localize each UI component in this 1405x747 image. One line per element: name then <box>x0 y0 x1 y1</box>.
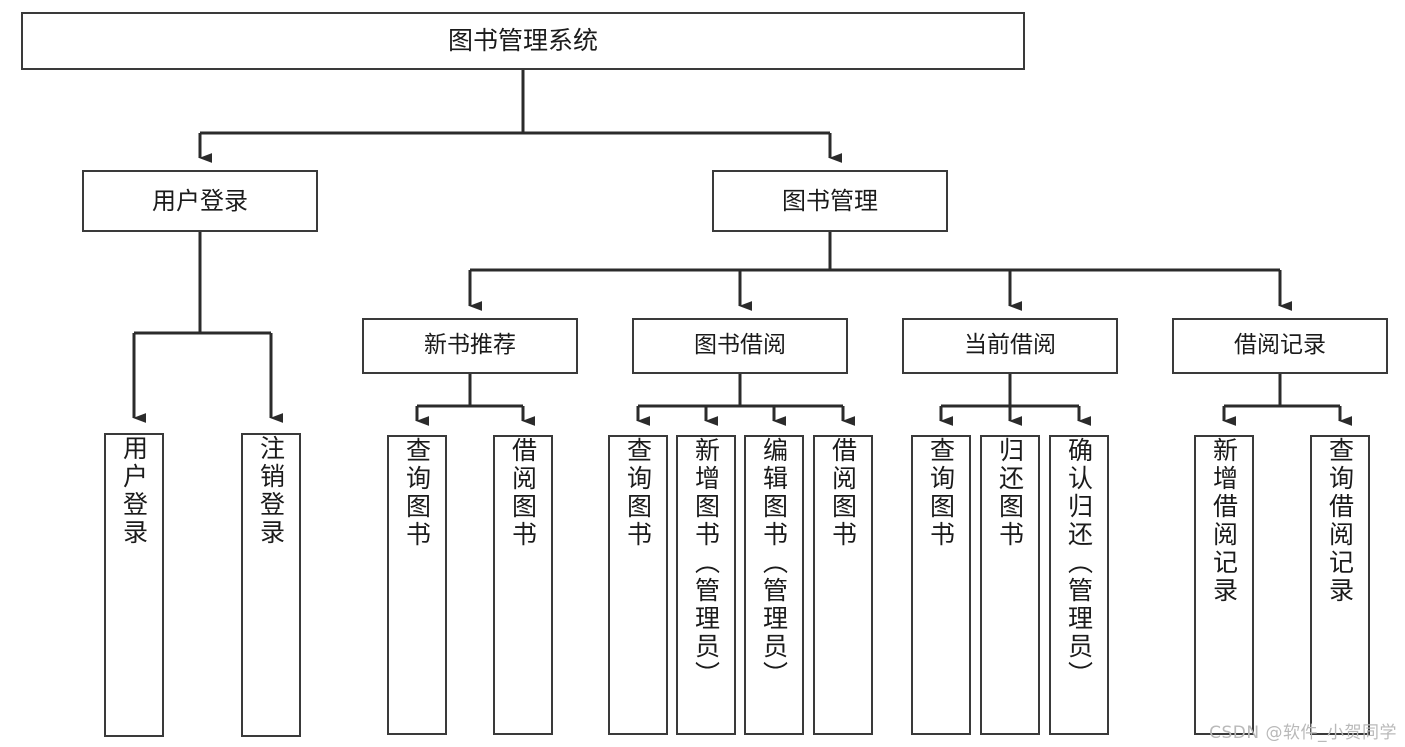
leaf-current-query-book[interactable]: 查询图书 <box>911 435 971 735</box>
node-label: 当前借阅 <box>964 332 1056 359</box>
node-label: 借阅记录 <box>1234 332 1326 359</box>
node-new-book-recommend[interactable]: 新书推荐 <box>362 318 578 374</box>
watermark: CSDN @软件_小贺同学 <box>1209 723 1397 743</box>
leaf-current-confirm-return-admin[interactable]: 确认归还（管理员） <box>1049 435 1109 735</box>
leaf-borrow-query-book[interactable]: 查询图书 <box>608 435 668 735</box>
node-book-borrow[interactable]: 图书借阅 <box>632 318 848 374</box>
leaf-user-login-logout[interactable]: 注销登录 <box>241 433 301 737</box>
node-label: 查询图书 <box>623 437 653 549</box>
node-label: 新书推荐 <box>424 332 516 359</box>
node-label: 图书借阅 <box>694 332 786 359</box>
node-label: 用户登录 <box>152 186 248 215</box>
node-label: 用户登录 <box>119 435 149 547</box>
leaf-recommend-borrow-book[interactable]: 借阅图书 <box>493 435 553 735</box>
node-root-system[interactable]: 图书管理系统 <box>21 12 1025 70</box>
node-label: 归还图书 <box>995 437 1025 549</box>
node-label: 借阅图书 <box>508 437 538 549</box>
leaf-borrow-add-book-admin[interactable]: 新增图书（管理员） <box>676 435 736 735</box>
node-book-management[interactable]: 图书管理 <box>712 170 948 232</box>
node-label: 图书管理系统 <box>447 26 598 56</box>
node-label: 编辑图书（管理员） <box>759 437 789 689</box>
node-label: 注销登录 <box>256 435 286 547</box>
node-user-login[interactable]: 用户登录 <box>82 170 318 232</box>
leaf-user-login-login[interactable]: 用户登录 <box>104 433 164 737</box>
leaf-borrow-borrow-book[interactable]: 借阅图书 <box>813 435 873 735</box>
node-current-borrow[interactable]: 当前借阅 <box>902 318 1118 374</box>
node-label: 新增图书（管理员） <box>691 437 721 689</box>
node-borrow-record[interactable]: 借阅记录 <box>1172 318 1388 374</box>
node-label: 查询借阅记录 <box>1325 437 1355 605</box>
leaf-record-add-borrow-record[interactable]: 新增借阅记录 <box>1194 435 1254 735</box>
node-label: 借阅图书 <box>828 437 858 549</box>
node-label: 确认归还（管理员） <box>1064 437 1094 689</box>
leaf-borrow-edit-book-admin[interactable]: 编辑图书（管理员） <box>744 435 804 735</box>
leaf-recommend-query-book[interactable]: 查询图书 <box>387 435 447 735</box>
leaf-current-return-book[interactable]: 归还图书 <box>980 435 1040 735</box>
node-label: 查询图书 <box>926 437 956 549</box>
node-label: 图书管理 <box>782 186 878 215</box>
node-label: 新增借阅记录 <box>1209 437 1239 605</box>
node-label: 查询图书 <box>402 437 432 549</box>
leaf-record-query-borrow-record[interactable]: 查询借阅记录 <box>1310 435 1370 735</box>
